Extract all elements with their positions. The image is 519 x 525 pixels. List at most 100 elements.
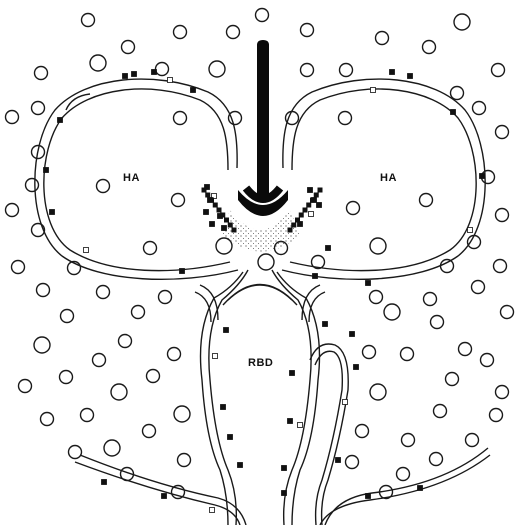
membrane-marker xyxy=(480,174,485,179)
vesicle-circle xyxy=(370,238,386,254)
vesicle-circle xyxy=(346,456,359,469)
membrane-marker xyxy=(290,371,295,376)
membrane-marker xyxy=(326,246,331,251)
membrane-marker xyxy=(343,400,348,405)
membrane-marker xyxy=(282,466,287,471)
vesicle-circle xyxy=(122,41,135,54)
vesicle-circle xyxy=(490,409,503,422)
vesicle-circle xyxy=(174,406,190,422)
membrane-marker xyxy=(314,193,319,198)
vesicle-circle xyxy=(466,434,479,447)
membrane-marker xyxy=(336,458,341,463)
vesicle-circle xyxy=(227,26,240,39)
vesicle-circle xyxy=(370,291,383,304)
vesicle-circle xyxy=(420,194,433,207)
vesicle-circle xyxy=(6,111,19,124)
right-tube xyxy=(310,344,348,525)
vesicle-circle xyxy=(339,112,352,125)
membrane-marker xyxy=(371,88,376,93)
vesicle-circle xyxy=(174,26,187,39)
downward-arrow xyxy=(238,40,288,216)
membrane-marker xyxy=(288,228,293,233)
vesicle-circle xyxy=(494,260,507,273)
vesicle-circle xyxy=(37,284,50,297)
membrane-marker xyxy=(232,228,237,233)
membrane-marker xyxy=(209,198,214,203)
membrane-marker xyxy=(350,332,355,337)
membrane-marker xyxy=(451,110,456,115)
membrane-marker xyxy=(220,213,225,218)
membrane-marker xyxy=(221,405,226,410)
vesicle-circle xyxy=(229,112,242,125)
membrane-marker xyxy=(162,494,167,499)
vesicle-circle xyxy=(347,202,360,215)
membrane-marker xyxy=(228,435,233,440)
vesicle-circle xyxy=(147,370,160,383)
vesicle-circle xyxy=(172,194,185,207)
membrane-marker xyxy=(323,322,328,327)
vesicle-circle xyxy=(93,354,106,367)
membrane-marker xyxy=(224,328,229,333)
vesicle-circle xyxy=(356,425,369,438)
membrane-marker xyxy=(408,74,413,79)
vesicle-circle xyxy=(19,380,32,393)
vesicle-circle xyxy=(97,180,110,193)
vesicle-circle xyxy=(496,209,509,222)
membrane-marker xyxy=(213,354,218,359)
membrane-marker xyxy=(238,463,243,468)
vesicle-circle xyxy=(301,64,314,77)
membrane-marker xyxy=(213,203,218,208)
vesicle-circle xyxy=(473,102,486,115)
vesicle-circle xyxy=(174,112,187,125)
membrane-marker xyxy=(228,223,233,228)
vesicle-circle xyxy=(402,434,415,447)
membrane-marker xyxy=(191,88,196,93)
vesicle-circle xyxy=(430,453,443,466)
membrane-marker xyxy=(205,193,210,198)
vesicle-circle xyxy=(401,348,414,361)
vesicle-circle xyxy=(32,224,45,237)
vesicle-circle xyxy=(6,204,19,217)
membrane-marker xyxy=(468,228,473,233)
membrane-marker xyxy=(366,281,371,286)
membrane-marker xyxy=(204,210,209,215)
membrane-marker xyxy=(217,208,222,213)
vesicle-circle xyxy=(12,261,25,274)
vesicle-circle xyxy=(168,348,181,361)
vesicle-circle xyxy=(340,64,353,77)
vesicle-circle xyxy=(69,446,82,459)
vesicle-circle xyxy=(97,286,110,299)
membrane-marker xyxy=(210,508,215,513)
membrane-marker xyxy=(318,188,323,193)
membrane-marker xyxy=(50,210,55,215)
vesicle-circle xyxy=(431,316,444,329)
label-right-ha: HA xyxy=(380,172,397,184)
vesicle-circle xyxy=(209,61,225,77)
vesicle-circle xyxy=(81,409,94,422)
vesicle-circle xyxy=(468,236,481,249)
membrane-marker xyxy=(58,118,63,123)
vesicle-circle xyxy=(60,371,73,384)
membrane-marker xyxy=(180,269,185,274)
membrane-marker xyxy=(123,74,128,79)
vesicle-circle xyxy=(472,281,485,294)
vesicle-circle xyxy=(144,242,157,255)
label-left-ha: HA xyxy=(123,172,140,184)
vesicle-circle xyxy=(451,87,464,100)
membrane-marker xyxy=(317,203,322,208)
central-rbd-stalk xyxy=(201,270,320,525)
vesicle-circle xyxy=(32,102,45,115)
vesicle-circle xyxy=(104,440,120,456)
vesicle-circle xyxy=(156,63,169,76)
vesicle-circle xyxy=(119,335,132,348)
vesicle-circle xyxy=(496,386,509,399)
membrane-marker xyxy=(210,222,215,227)
vesicle-circle xyxy=(159,291,172,304)
vesicle-circle xyxy=(376,32,389,45)
vesicle-circle xyxy=(256,9,269,22)
membrane-marker xyxy=(309,212,314,217)
vesicle-circle xyxy=(41,413,54,426)
membrane-marker xyxy=(298,423,303,428)
